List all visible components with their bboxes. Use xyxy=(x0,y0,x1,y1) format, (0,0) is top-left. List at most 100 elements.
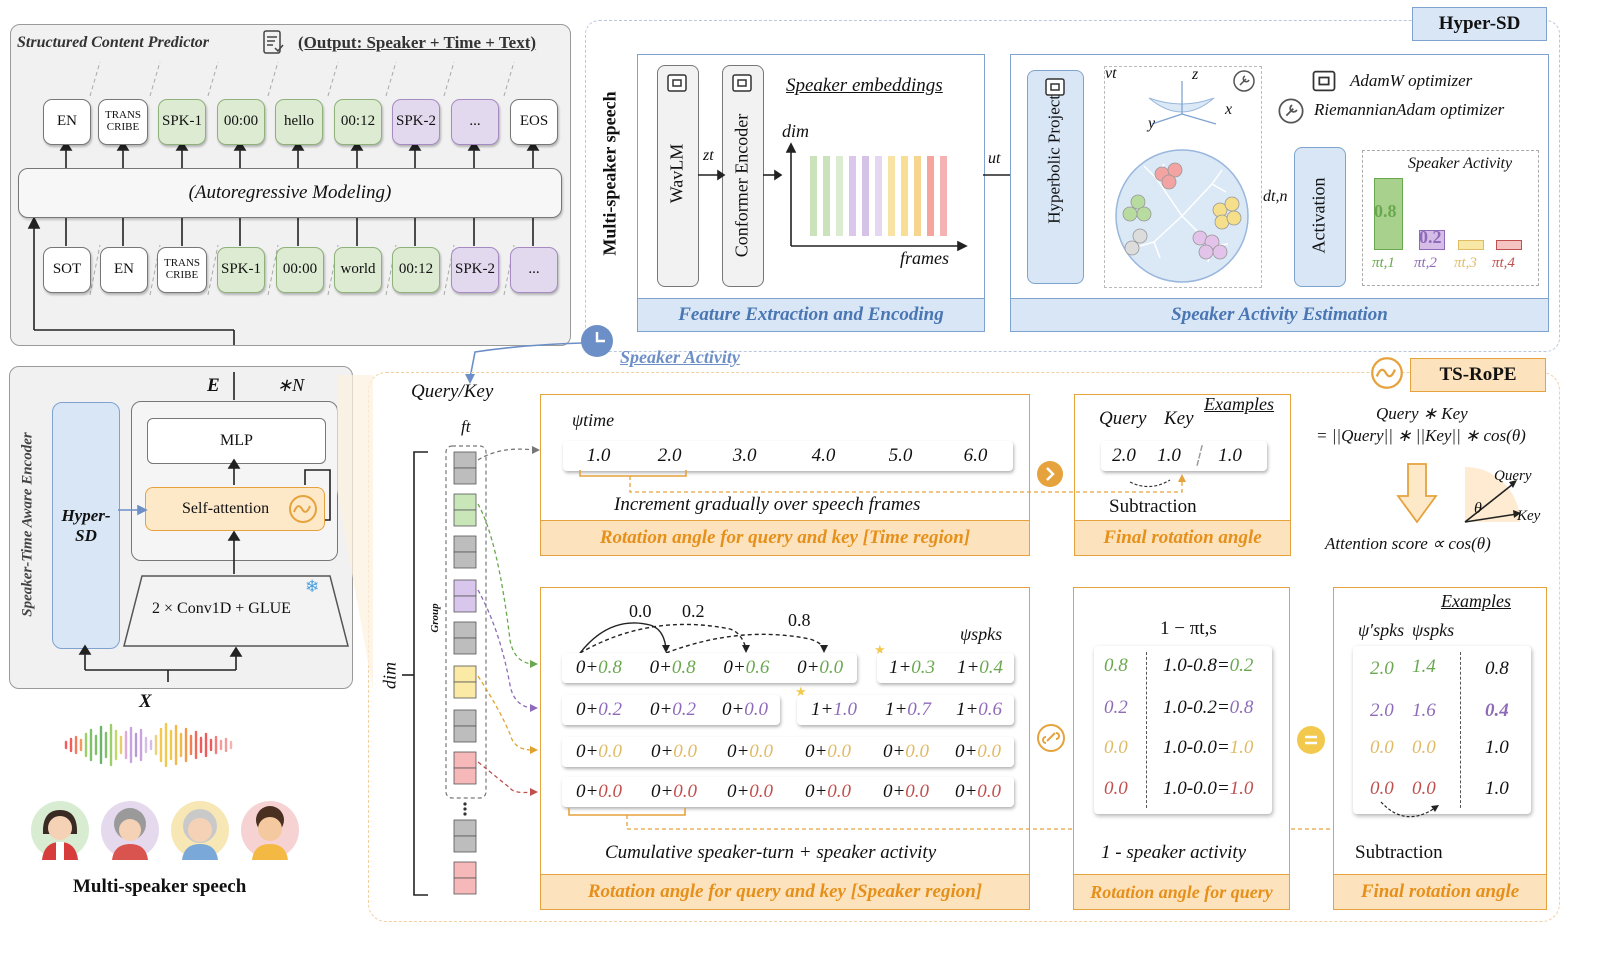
cell: 0+0.2 xyxy=(649,699,697,720)
qr-right-3: 1.0-0.0=1.0 xyxy=(1163,737,1254,758)
in-token-time-0000: 00:00 xyxy=(276,247,324,293)
ut-label: ut xyxy=(988,150,1001,167)
time-example-val-3: 1.0 xyxy=(1218,445,1242,466)
time-value-3: 3.0 xyxy=(732,445,757,466)
out-token-ellipsis: ... xyxy=(451,99,499,145)
cell: 0+0.0 xyxy=(721,699,769,720)
cell: 0+0.0 xyxy=(575,781,623,802)
arc-label-1: 0.0 xyxy=(629,601,652,621)
hyperbolic-label: Hyperbolic Project xyxy=(1044,94,1064,224)
out-token-hello: hello xyxy=(275,99,323,145)
waveform-icon xyxy=(64,722,233,768)
in-token-world: world xyxy=(334,247,382,293)
axis-z-label: z xyxy=(1192,66,1199,83)
speech-label: Multi-speaker speech xyxy=(73,876,247,897)
wavlm-chip-icon xyxy=(665,72,689,99)
time-example-caption: Final rotation angle xyxy=(1074,520,1291,556)
hyperbolic-chip-icon xyxy=(1043,76,1067,103)
se-r3c2: 0.0 xyxy=(1412,737,1436,758)
activity-bar-2 xyxy=(1419,230,1445,250)
axis-x-label: x xyxy=(1225,101,1233,118)
qr-left-4: 0.0 xyxy=(1104,778,1128,799)
feature-extraction-caption: Feature Extraction and Encoding xyxy=(637,298,985,332)
time-region-note: Increment gradually over speech frames xyxy=(614,494,921,515)
activity-estimation-caption: Speaker Activity Estimation xyxy=(1010,298,1549,332)
predictor-dashes xyxy=(27,61,540,345)
speaker-avatar-4 xyxy=(241,801,299,860)
query-rotation-card xyxy=(1094,646,1272,814)
cell: 1+1.0 xyxy=(810,699,858,720)
in-token-time-0012: 00:12 xyxy=(392,247,440,293)
conformer-chip-icon xyxy=(730,72,754,99)
zt-label: zt xyxy=(703,147,714,164)
angle-key-label: Key xyxy=(1517,508,1541,524)
psi-time-label: ψtime xyxy=(572,410,615,430)
cell: 0+0.8 xyxy=(575,657,622,678)
cell: 0+0.2 xyxy=(575,699,623,720)
cell: 0+0.0 xyxy=(575,741,623,762)
tsrope-connector xyxy=(337,375,373,690)
speaker-row-yellow: 0+0.0 0+0.0 0+0.0 0+0.0 0+0.0 0+0.0 xyxy=(562,737,1014,767)
se-r2c1: 2.0 xyxy=(1370,700,1394,721)
speaker-embeddings-title: Speaker embeddings xyxy=(786,75,943,96)
feature-vector xyxy=(402,445,487,896)
encoder-hypersd-box: Hyper-SD xyxy=(52,402,120,649)
vt-label: vt xyxy=(1105,65,1117,82)
embedding-dim-label: dim xyxy=(782,121,809,141)
predictor-title: Structured Content Predictor xyxy=(17,34,210,51)
conv-label: 2 × Conv1D + GLUE xyxy=(152,600,291,617)
in-token-transcribe: TRANS CRIBE xyxy=(157,247,207,293)
speaker-row-purple-b: 1+1.0 1+0.7 1+0.6 xyxy=(797,695,1014,725)
self-attention-label: Self-attention xyxy=(182,500,270,517)
query-rotation-title: 1 − πt,s xyxy=(1160,618,1217,639)
cell: 1+0.3 xyxy=(888,657,936,678)
speaker-activity-link-arrow xyxy=(465,342,583,384)
activity-bar-3 xyxy=(1458,240,1484,250)
self-attention-box: Self-attention xyxy=(145,487,325,531)
time-example-query: Query xyxy=(1099,408,1147,429)
activity-value-2: 0.2 xyxy=(1419,227,1442,247)
arc-label-2: 0.2 xyxy=(682,601,705,621)
time-example-sep: ┆ xyxy=(1192,445,1204,467)
out-token-spk2: SPK-2 xyxy=(392,99,440,145)
snowflake-icon: ❄ xyxy=(305,577,320,596)
riemannian-label: RiemannianAdam optimizer xyxy=(1314,100,1505,119)
time-example-val-2: 1.0 xyxy=(1157,445,1181,466)
speaker-flow-dashes xyxy=(568,808,1443,830)
encoder-x-label: X xyxy=(139,691,152,712)
in-token-sot: SOT xyxy=(43,247,91,293)
cell: 0+0.8 xyxy=(649,657,696,678)
cell: 1+0.7 xyxy=(884,699,932,720)
time-example-note: Subtraction xyxy=(1109,496,1197,517)
se-r2c2: 1.6 xyxy=(1412,700,1436,721)
adamw-label: AdamW optimizer xyxy=(1350,71,1473,90)
se-r1c1: 2.0 xyxy=(1370,658,1394,679)
query-key-label: Query/Key xyxy=(411,381,494,402)
speaker-avatar-3 xyxy=(171,801,229,860)
pi-label-2: πt,2 xyxy=(1414,255,1437,271)
group-link-arrows xyxy=(477,446,540,796)
activity-bar-1 xyxy=(1374,178,1403,250)
speaker-region-caption: Rotation angle for query and key [Speake… xyxy=(540,874,1030,910)
cell: 0+0.0 xyxy=(882,741,930,762)
angle-theta-label: θ xyxy=(1474,500,1482,517)
down-arrow-icon xyxy=(1396,463,1438,524)
pi-label-1: πt,1 xyxy=(1372,255,1395,271)
predictor-output-label: (Output: Speaker + Time + Text) xyxy=(298,33,537,52)
chevron-right-icon xyxy=(1036,460,1064,493)
cell: 1+0.4 xyxy=(956,657,1004,678)
cell: 0+0.0 xyxy=(726,741,774,762)
wavlm-box xyxy=(657,65,699,287)
arc-label-3: 0.8 xyxy=(788,610,811,630)
cell: 0+0.0 xyxy=(797,657,844,678)
out-token-en: EN xyxy=(43,99,91,145)
activity-estimation-box xyxy=(1010,54,1549,300)
time-value-2: 2.0 xyxy=(657,445,682,466)
time-flow-dashes xyxy=(579,470,1186,493)
poincare-dash-box xyxy=(1104,66,1262,288)
out-token-transcribe: TRANS CRIBE xyxy=(98,99,148,145)
in-token-ellipsis: ... xyxy=(510,247,558,293)
se-r2c3: 0.4 xyxy=(1485,700,1509,721)
tsrope-wave-icon xyxy=(1370,356,1404,395)
speaker-example-col2: ψspks xyxy=(1412,620,1455,640)
